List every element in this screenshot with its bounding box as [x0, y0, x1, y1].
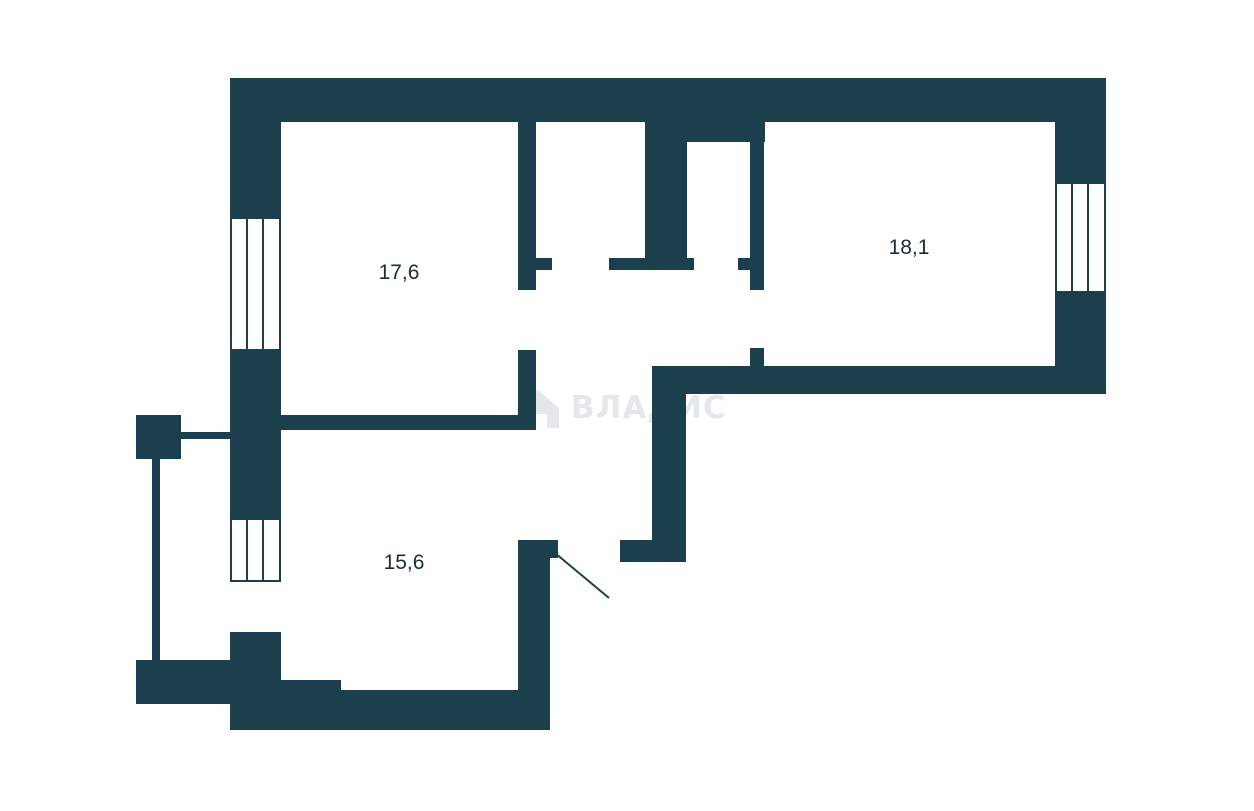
room-1-right-wall-flange: [518, 258, 552, 270]
window-room-2: [1055, 182, 1106, 293]
entrance-door: [554, 552, 610, 599]
watermark: ВЛАДИС: [517, 390, 727, 428]
windows: [230, 182, 1106, 582]
walls: [136, 78, 1106, 730]
balcony-rail-vertical: [152, 455, 160, 663]
room-area-label: 15,6: [384, 551, 425, 574]
room-2-left-wall-flange: [738, 258, 764, 270]
room-1-right-wall-bottom: [518, 350, 536, 430]
room-1-right-wall-top: [518, 120, 536, 290]
left-outer-wall-top: [230, 78, 281, 218]
window-room-3: [230, 518, 281, 582]
balcony-rail-horizontal: [181, 432, 232, 439]
watermark-text: ВЛАДИС: [571, 390, 727, 426]
shaft-top-ledge: [645, 120, 765, 142]
shaft-bottom-ledge: [609, 258, 694, 270]
room-2-left-wall-stub: [750, 348, 764, 368]
room-area-label: 18,1: [889, 236, 930, 259]
room-2-left-wall: [750, 120, 764, 290]
top-outer-wall: [230, 78, 1106, 122]
corridor-right-wall: [652, 366, 686, 562]
room-area-label: 17,6: [379, 261, 420, 284]
shaft-column: [645, 120, 687, 260]
entrance-stub-wall: [620, 540, 686, 562]
window-room-1: [230, 217, 281, 351]
balcony-post-bottom: [136, 660, 232, 704]
bottom-wall-step: [281, 680, 341, 692]
left-outer-wall-middle: [230, 350, 281, 519]
balcony-post-top: [136, 415, 181, 459]
room-3-right-wall: [518, 540, 550, 730]
bottom-outer-wall: [230, 690, 550, 730]
right-outer-wall-top: [1055, 78, 1106, 183]
room-2-bottom-wall: [652, 366, 1106, 394]
rooms-divider-wall: [281, 415, 536, 430]
room-3-right-wall-cap: [518, 540, 558, 558]
